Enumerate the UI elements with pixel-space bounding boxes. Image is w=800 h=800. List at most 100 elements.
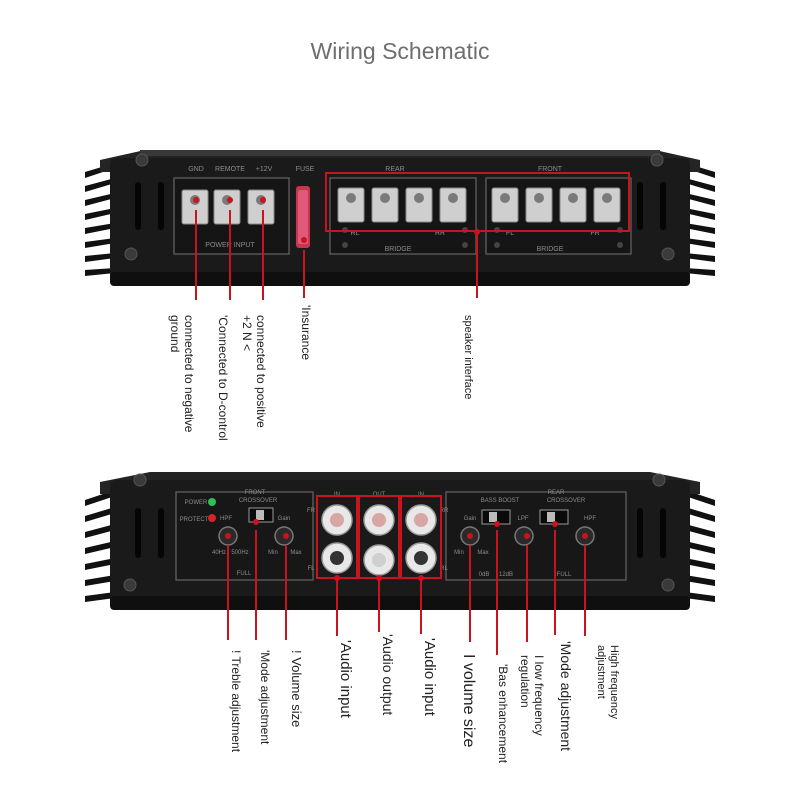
bottom-panel-label: Max bbox=[477, 550, 489, 556]
top-panel-label: BRIDGE bbox=[384, 246, 412, 253]
callout-text: I volume size bbox=[460, 654, 477, 748]
bottom-panel-label: Min bbox=[454, 550, 464, 556]
bottom-panel-label: PROTECT bbox=[179, 517, 209, 523]
bottom-callout-mode1: 'Mode adjustment bbox=[258, 650, 272, 744]
callout-text: I low frequency bbox=[532, 655, 546, 736]
top-callout-positive: connected to positive+2 N < bbox=[240, 315, 268, 428]
callout-dot-mode1 bbox=[253, 519, 259, 525]
bottom-panel-label: 0dB bbox=[478, 572, 490, 578]
callout-dot-ain1 bbox=[334, 575, 340, 581]
callout-text: 'Insurance bbox=[299, 305, 313, 360]
callout-text: 'Audio output bbox=[380, 634, 396, 716]
bottom-panel-label: Min bbox=[268, 550, 278, 556]
bottom-panel-label: HPF bbox=[220, 516, 232, 522]
bottom-panel-label: LPF bbox=[517, 516, 529, 522]
callout-dot-insurance bbox=[301, 237, 307, 243]
callout-line-remote bbox=[229, 210, 231, 300]
callout-text: 'Bas enhancement bbox=[496, 664, 510, 764]
bottom-callout-bass: 'Bas enhancement bbox=[496, 664, 510, 763]
callout-line-insurance bbox=[303, 250, 305, 298]
callout-line-lowfreq bbox=[526, 545, 528, 642]
callout-dot-treble bbox=[225, 533, 231, 539]
callout-line-ain2 bbox=[420, 580, 422, 634]
callout-text: ! Volume size bbox=[289, 650, 304, 728]
top-panel-label: RL bbox=[350, 230, 360, 237]
page-title: Wiring Schematic bbox=[310, 38, 490, 64]
bottom-panel-label: HPF bbox=[584, 516, 596, 522]
bottom-panel-label: RL bbox=[440, 566, 448, 572]
callout-text: connected to negative bbox=[182, 315, 196, 433]
bottom-callout-aout: 'Audio output bbox=[380, 634, 396, 715]
audio-input-front-highlight bbox=[316, 495, 358, 579]
callout-line-aout bbox=[378, 580, 380, 632]
audio-input-rear-highlight bbox=[400, 495, 442, 579]
top-panel-label: BRIDGE bbox=[536, 246, 564, 253]
top-panel-label: REAR bbox=[385, 166, 405, 173]
top-callout-remote: 'Connected to D-control bbox=[216, 315, 230, 441]
bottom-panel-label: 40Hz bbox=[211, 550, 227, 556]
bottom-panel-label: FL bbox=[307, 566, 315, 572]
callout-dot-mode2 bbox=[552, 521, 558, 527]
callout-dot-aout bbox=[376, 575, 382, 581]
callout-text: adjustment bbox=[595, 645, 607, 699]
callout-line-highfreq bbox=[584, 545, 586, 636]
callout-dot-highfreq bbox=[582, 533, 588, 539]
top-panel-label: REMOTE bbox=[215, 166, 245, 173]
callout-text: 'Audio input bbox=[421, 638, 438, 716]
callout-dot-bass bbox=[494, 521, 500, 527]
top-panel-label: RR bbox=[434, 230, 446, 237]
bottom-panel-label: Gain bbox=[463, 516, 477, 522]
callout-text: 'Audio input bbox=[337, 640, 354, 718]
audio-output-highlight bbox=[358, 495, 400, 579]
callout-text: High frequency bbox=[608, 645, 620, 719]
callout-dot-gnd bbox=[193, 197, 199, 203]
callout-line-treble bbox=[227, 545, 229, 640]
callout-dot-remote bbox=[227, 197, 233, 203]
top-callout-insurance: 'Insurance bbox=[299, 305, 313, 360]
bottom-callout-vol2: I volume size bbox=[459, 654, 477, 747]
top-callout-speaker: speaker interface bbox=[461, 315, 474, 399]
top-panel-label: GND bbox=[188, 166, 204, 173]
callout-dot-speaker bbox=[474, 229, 480, 235]
bottom-callout-mode2: 'Mode adjustment bbox=[558, 641, 574, 751]
bottom-panel-label: REAR bbox=[547, 490, 565, 496]
bottom-panel-label: FULL bbox=[236, 571, 252, 577]
callout-text: 'Mode adjustment bbox=[558, 641, 574, 752]
callout-text: ! Treble adjustment bbox=[229, 650, 243, 753]
bottom-panel-label: POWER bbox=[184, 500, 208, 506]
top-panel-label: FRONT bbox=[537, 166, 563, 173]
top-panel-label: +12V bbox=[255, 166, 273, 173]
callout-line-positive bbox=[262, 210, 264, 300]
bottom-callout-ain2: 'Audio input bbox=[421, 638, 438, 716]
bottom-panel-label: CROSSOVER bbox=[546, 498, 586, 504]
bottom-panel-label: Max bbox=[290, 550, 302, 556]
bottom-panel-label: Gain bbox=[277, 516, 291, 522]
callout-line-ain1 bbox=[336, 580, 338, 636]
bottom-panel-label: FRONT bbox=[244, 490, 266, 496]
callout-line-mode1 bbox=[255, 530, 257, 640]
callout-line-speaker bbox=[476, 232, 478, 298]
bottom-callout-ain1: 'Audio input bbox=[337, 640, 354, 718]
callout-text: connected to positive bbox=[254, 315, 268, 428]
callout-text: 'Connected to D-control bbox=[216, 315, 230, 441]
callout-text: 'Mode adjustment bbox=[258, 650, 272, 745]
callout-line-gnd bbox=[195, 210, 197, 300]
top-panel-label: FUSE bbox=[295, 166, 315, 173]
bottom-panel-label: CROSSOVER bbox=[238, 498, 278, 504]
callout-dot-ain2 bbox=[418, 575, 424, 581]
callout-text: regulation bbox=[518, 655, 532, 708]
bottom-panel-label: RR bbox=[439, 508, 449, 514]
callout-dot-vol1 bbox=[283, 533, 289, 539]
bottom-callout-treble: ! Treble adjustment bbox=[229, 650, 243, 752]
callout-text: ground bbox=[168, 315, 182, 353]
top-panel-label: FR bbox=[590, 230, 600, 237]
bottom-panel-label: 12dB bbox=[498, 572, 514, 578]
callout-dot-vol2 bbox=[467, 533, 473, 539]
bottom-panel-label: FULL bbox=[556, 572, 572, 578]
bottom-panel-label: BASS BOOST bbox=[480, 498, 520, 504]
callout-dot-positive bbox=[260, 197, 266, 203]
